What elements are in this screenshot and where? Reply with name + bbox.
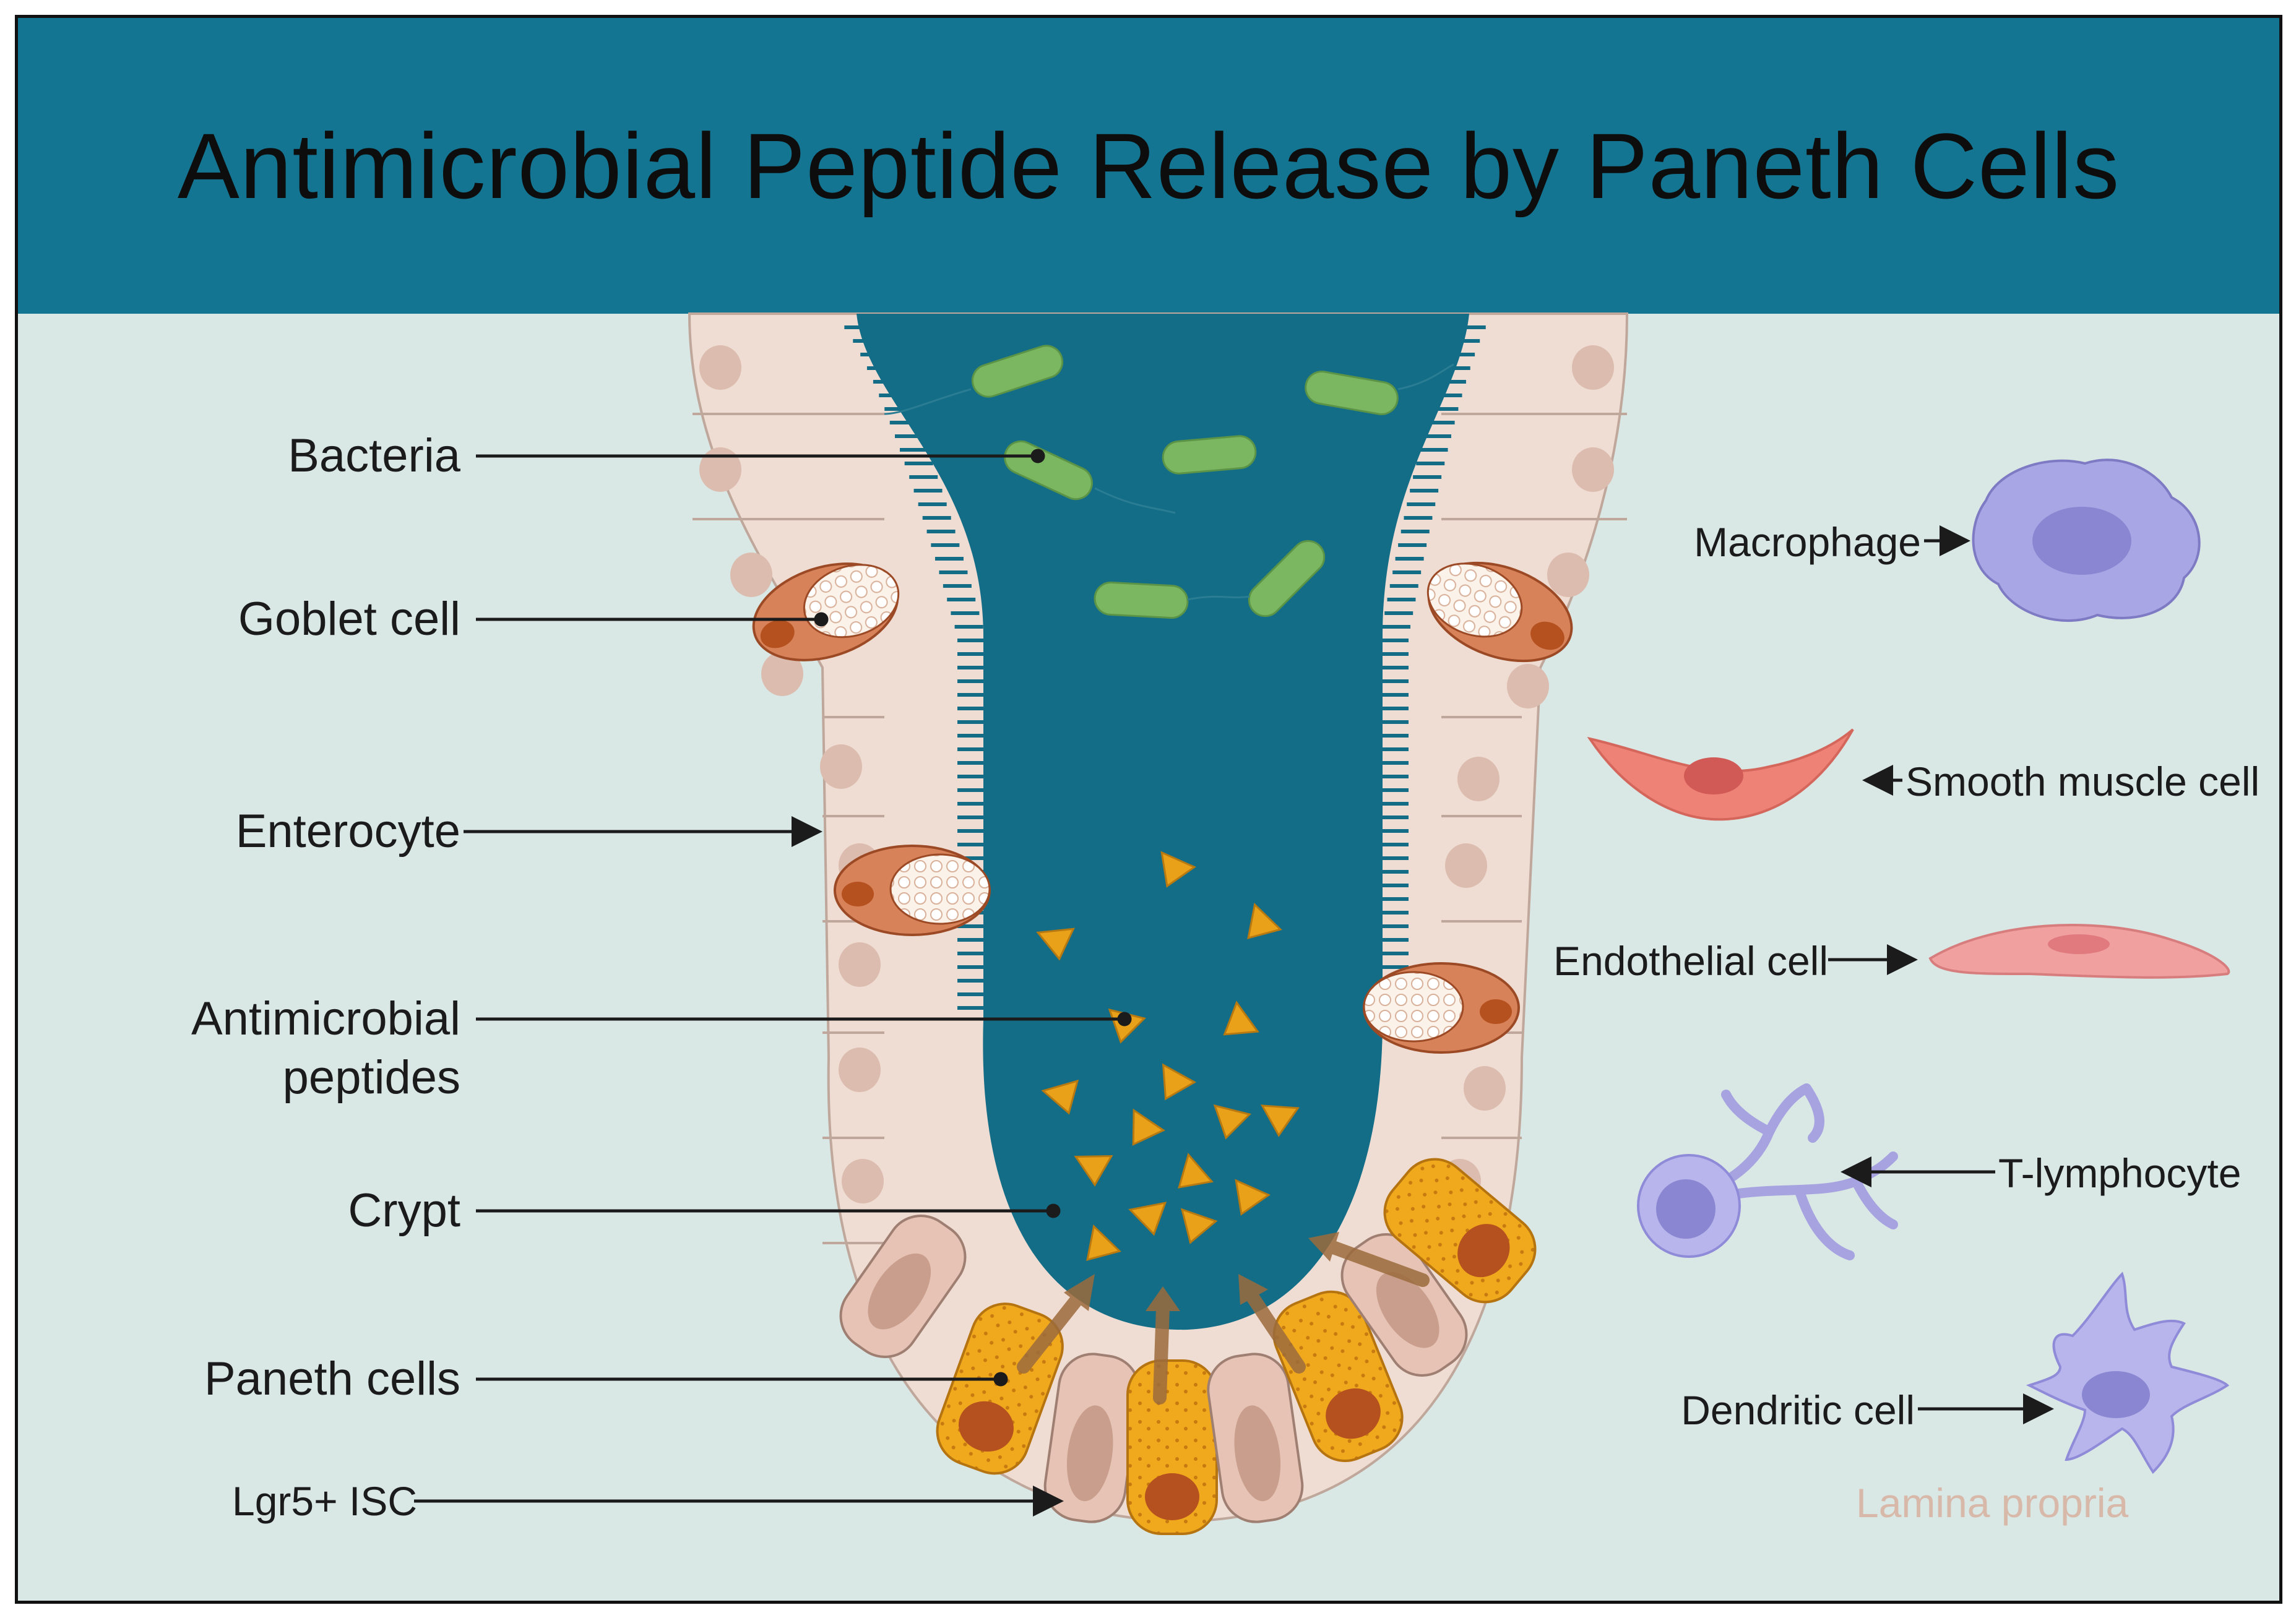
antimicrobial-peptide: [1178, 1152, 1214, 1189]
label-enterocyte: Enterocyte: [236, 805, 460, 858]
goblet-cell: [1426, 561, 1573, 663]
label-smooth-muscle-cell: Smooth muscle cell: [1905, 759, 2259, 804]
goblet-cell: [1363, 962, 1520, 1054]
leader-lines-left: [414, 449, 1132, 1517]
antimicrobial-peptide: [1247, 902, 1282, 940]
enterocyte-nucleus: [1507, 664, 1549, 708]
antimicrobial-peptides: [1036, 851, 1300, 1262]
label-endothelial-cell: Endothelial cell: [1553, 938, 1828, 984]
lgr5-stem-cell: [839, 1215, 967, 1358]
leader-lines-right: [1828, 525, 2054, 1424]
bacterium: [1248, 540, 1326, 618]
paneth-cell: [1383, 1158, 1537, 1304]
bacteria-group: [884, 345, 1454, 619]
right-labels: Macrophage Smooth muscle cell Endothelia…: [1553, 519, 2259, 1526]
paneth-cell: [1126, 1359, 1218, 1535]
enterocyte-nucleus: [1445, 843, 1487, 888]
diagram-title: Antimicrobial Peptide Release by Paneth …: [177, 113, 2120, 218]
bacterium: [971, 345, 1064, 398]
antimicrobial-peptide: [1235, 1179, 1271, 1216]
label-antimicrobial: Antimicrobial: [191, 992, 460, 1045]
enterocyte-nucleus: [839, 1048, 881, 1092]
antimicrobial-peptide: [1260, 1104, 1300, 1137]
crypt-diagram: Bacteria Goblet cell Enterocyte Antimicr…: [191, 312, 2259, 1535]
antimicrobial-peptide: [1128, 1202, 1167, 1236]
bacterium: [1305, 370, 1399, 416]
enterocyte-nuclei: [699, 345, 1614, 1203]
smooth-muscle-cell: [1587, 728, 1854, 821]
t-lymphocyte: [1637, 1083, 1898, 1260]
antimicrobial-peptide: [1132, 1108, 1165, 1146]
lgr5-stem-cell: [1043, 1353, 1141, 1523]
antimicrobial-peptide: [1223, 1000, 1259, 1036]
microvilli-brush-border: [844, 325, 1486, 1010]
dendritic-cell: [2026, 1272, 2230, 1474]
label-goblet-cell: Goblet cell: [238, 593, 460, 645]
enterocyte-nucleus: [761, 652, 803, 696]
antimicrobial-peptide: [1180, 1208, 1218, 1244]
enterocyte-nucleus: [699, 447, 741, 492]
enterocyte-nucleus: [1572, 345, 1614, 390]
title-banner: [18, 18, 2279, 314]
antimicrobial-peptide: [1074, 1155, 1113, 1187]
enterocyte-nucleus: [1457, 757, 1500, 801]
macrophage: [1972, 458, 2201, 622]
label-lgr5-isc: Lgr5+ ISC: [232, 1478, 417, 1524]
antimicrobial-peptide: [1213, 1104, 1251, 1140]
figure-panel: Antimicrobial Peptide Release by Paneth …: [15, 15, 2282, 1604]
antimicrobial-peptide: [1041, 1079, 1079, 1115]
antimicrobial-peptide: [1160, 851, 1196, 888]
enterocyte-nucleus: [839, 942, 881, 987]
endothelial-cell: [1928, 924, 2230, 979]
goblet-cell: [834, 845, 991, 936]
enterocyte-nucleus: [1572, 447, 1614, 492]
label-paneth-cells: Paneth cells: [204, 1353, 460, 1405]
antimicrobial-peptide: [1036, 927, 1075, 961]
enterocyte-nucleus: [1464, 1066, 1506, 1111]
label-macrophage: Macrophage: [1694, 519, 1921, 565]
secretion-arrows: [1017, 1232, 1430, 1405]
paneth-cell: [1272, 1290, 1404, 1463]
label-t-lymphocyte: T-lymphocyte: [1998, 1150, 2241, 1196]
lgr5-stem-cell: [1340, 1233, 1468, 1377]
enterocyte-nucleus: [699, 345, 741, 390]
label-lamina-propria: Lamina propria: [1856, 1480, 2129, 1526]
label-bacteria: Bacteria: [288, 429, 461, 482]
label-peptides: peptides: [283, 1051, 460, 1104]
enterocyte-nucleus: [730, 553, 772, 597]
bacterium: [1094, 581, 1189, 619]
enterocyte-nucleus: [820, 744, 862, 789]
enterocyte-nucleus: [842, 1159, 884, 1203]
label-dendritic-cell: Dendritic cell: [1681, 1387, 1915, 1433]
antimicrobial-peptide: [1086, 1224, 1121, 1262]
enterocyte-nucleus: [1547, 553, 1589, 597]
left-labels: Bacteria Goblet cell Enterocyte Antimicr…: [191, 429, 461, 1524]
label-crypt: Crypt: [348, 1184, 460, 1237]
bacterium: [1162, 435, 1257, 475]
lgr5-stem-cell: [1207, 1353, 1304, 1523]
antimicrobial-peptide: [1162, 1063, 1197, 1101]
